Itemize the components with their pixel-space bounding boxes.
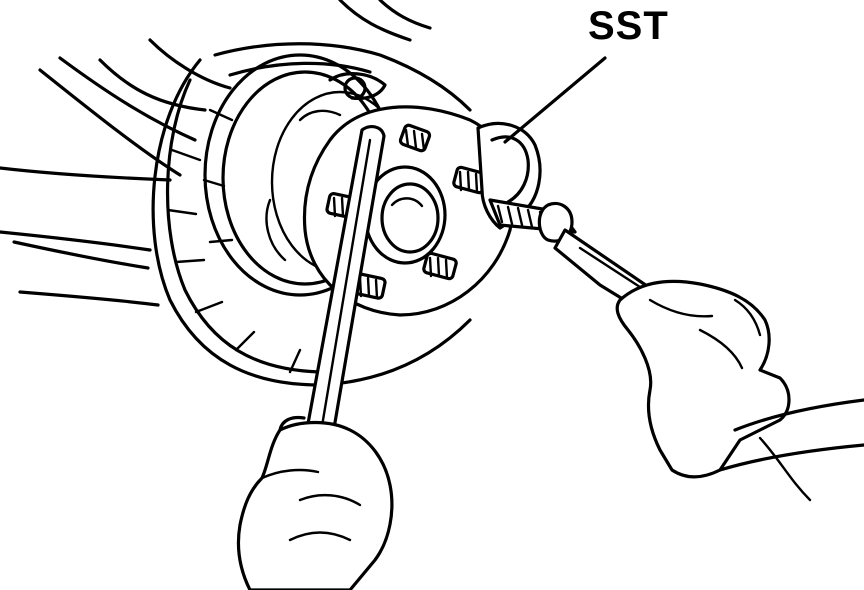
wheel-stud (398, 123, 432, 153)
pry-bar-icon (303, 125, 386, 442)
hand-icon (615, 279, 864, 502)
hand-icon (236, 415, 394, 590)
wheel-stud (422, 251, 458, 281)
suspension-arms (0, 0, 432, 307)
leader-line (503, 56, 607, 144)
sst-label: SST (588, 4, 669, 48)
